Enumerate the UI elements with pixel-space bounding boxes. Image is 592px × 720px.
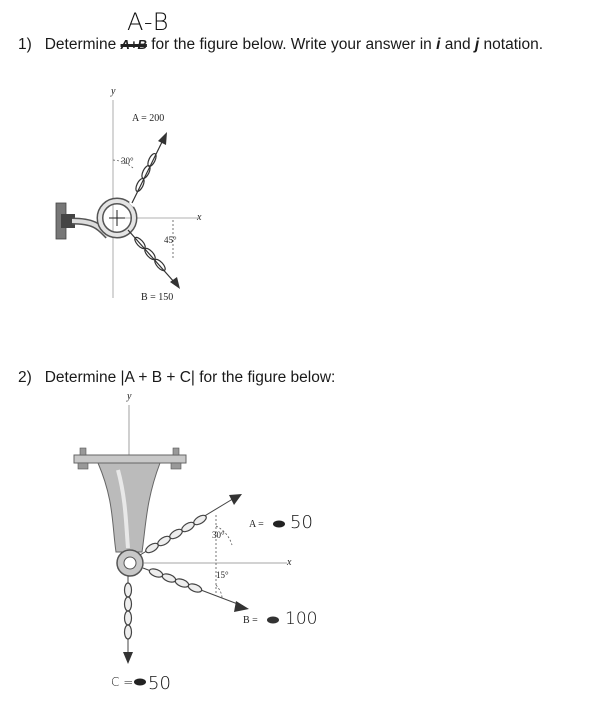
figure-2-label-c-prefix: C = — [111, 675, 134, 689]
figure-2-angle-b: 15° — [216, 570, 229, 580]
i-symbol: i — [436, 36, 441, 53]
figure-1-x-axis-label: x — [197, 212, 202, 223]
figure-2-label-b-prefix: B = — [243, 615, 258, 626]
question-2-text: 2) Determine |A + B + C| for the figure … — [18, 369, 335, 387]
question-2-number: 2) — [18, 369, 32, 386]
figure-1-angle-a: 30° — [121, 156, 134, 166]
question-1-end: notation. — [483, 36, 544, 53]
figure-2-value-b: 100 — [285, 609, 318, 629]
j-symbol: j — [474, 36, 480, 53]
figure-1-y-axis-label: y — [111, 86, 116, 97]
question-1-body: for the figure below. Write your answer … — [151, 36, 432, 53]
figure-2-angle-a: 30° — [212, 530, 225, 540]
figure-1-label-b: B = 150 — [141, 292, 174, 303]
figure-1-label-a: A = 200 — [132, 113, 165, 124]
question-2-body: Determine |A + B + C| for the figure bel… — [44, 369, 336, 386]
figure-2-y-axis-label: y — [127, 391, 132, 402]
handwritten-correction: A-B — [127, 8, 170, 36]
crossed-out-text: A+B — [120, 37, 147, 52]
question-1-text: 1) Determine A+B for the figure below. W… — [18, 36, 543, 54]
question-1-prefix: Determine — [44, 36, 117, 53]
and-text: and — [444, 36, 471, 53]
figure-2-label-a-prefix: A = — [249, 519, 264, 530]
figure-2-value-a: 50 — [290, 512, 313, 533]
question-1-number: 1) — [18, 36, 32, 53]
figure-2-value-c: 50 — [148, 673, 171, 694]
figure-2-x-axis-label: x — [287, 557, 292, 568]
figure-1-angle-b: 45° — [164, 235, 177, 245]
